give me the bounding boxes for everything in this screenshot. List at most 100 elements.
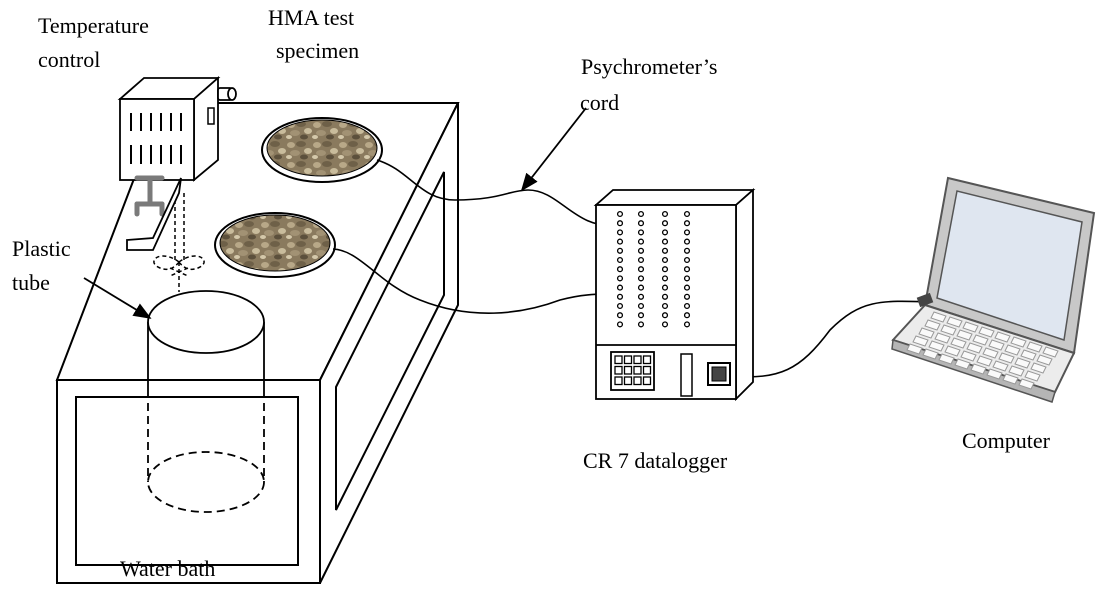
keypad-key bbox=[614, 365, 623, 375]
terminal-hole bbox=[637, 312, 645, 319]
laptop-key bbox=[998, 352, 1015, 364]
keypad-key bbox=[642, 376, 652, 386]
laptop-key bbox=[922, 348, 939, 360]
terminal-hole bbox=[616, 284, 624, 291]
computer bbox=[891, 176, 1096, 403]
terminal-hole bbox=[661, 266, 669, 273]
terminal-hole bbox=[683, 275, 691, 282]
laptop-key bbox=[912, 335, 929, 347]
terminal-hole bbox=[616, 266, 624, 273]
temperature-control-unit bbox=[117, 76, 237, 182]
terminal-hole bbox=[683, 302, 691, 310]
terminal-hole bbox=[637, 247, 645, 254]
keypad-key bbox=[642, 365, 652, 375]
water-bath bbox=[55, 102, 460, 584]
laptop-key bbox=[1014, 357, 1031, 369]
laptop-key bbox=[928, 340, 945, 352]
terminal-hole bbox=[661, 284, 669, 291]
terminal-hole bbox=[661, 321, 669, 328]
terminal-hole bbox=[616, 210, 624, 218]
terminal-hole bbox=[661, 275, 669, 282]
laptop-key bbox=[994, 331, 1011, 343]
terminal-hole bbox=[616, 312, 624, 319]
laptop-key bbox=[988, 339, 1005, 351]
terminal-hole bbox=[616, 293, 624, 300]
terminal-hole bbox=[616, 247, 624, 254]
laptop-key bbox=[940, 324, 957, 336]
laptop-key bbox=[946, 316, 963, 328]
terminal-hole bbox=[683, 220, 691, 227]
laptop-key bbox=[956, 329, 973, 341]
water-circulation bbox=[153, 193, 205, 292]
laptop-key bbox=[1004, 344, 1021, 356]
label-plastic-tube-line1: Plastic bbox=[12, 236, 71, 261]
datalogger-slot bbox=[680, 353, 693, 397]
terminal-hole bbox=[683, 321, 691, 328]
temperature-control-vents bbox=[130, 113, 182, 164]
label-plastic-tube-line2: tube bbox=[12, 270, 50, 295]
laptop-key bbox=[944, 345, 961, 357]
terminal-hole bbox=[637, 238, 645, 245]
terminal-hole bbox=[616, 302, 624, 310]
hma-specimen-2 bbox=[214, 212, 336, 278]
laptop-key bbox=[906, 343, 923, 355]
terminal-hole bbox=[637, 229, 645, 236]
terminal-hole bbox=[683, 210, 691, 218]
water-bath-side-face bbox=[319, 102, 459, 584]
terminal-hole bbox=[637, 293, 645, 300]
plastic-tube-arrow bbox=[83, 277, 152, 319]
laptop-key bbox=[992, 360, 1009, 372]
terminal-hole bbox=[683, 293, 691, 300]
laptop-key bbox=[978, 326, 995, 338]
laptop-key bbox=[1010, 336, 1027, 348]
psychrometer-cord-2 bbox=[332, 248, 618, 314]
water-bath-front-face bbox=[56, 379, 321, 584]
laptop-screen bbox=[936, 190, 1083, 341]
temperature-control-knob bbox=[217, 87, 237, 101]
label-hma-specimen-line2: specimen bbox=[276, 38, 360, 63]
laptop-key bbox=[986, 368, 1003, 380]
laptop-key bbox=[1036, 354, 1053, 366]
terminal-hole bbox=[683, 312, 691, 319]
terminal-hole bbox=[616, 238, 624, 245]
terminal-hole bbox=[661, 247, 669, 254]
terminal-hole bbox=[616, 229, 624, 236]
laptop-key bbox=[1026, 341, 1043, 353]
terminal-hole bbox=[661, 256, 669, 264]
terminal-hole bbox=[637, 321, 645, 328]
terminal-hole bbox=[661, 312, 669, 319]
keypad-key bbox=[623, 376, 633, 386]
label-water-bath: Water bath bbox=[120, 556, 216, 581]
label-temperature-control-line2: control bbox=[38, 47, 101, 72]
terminal-hole bbox=[637, 220, 645, 227]
laptop-key bbox=[950, 337, 967, 349]
terminal-hole bbox=[616, 220, 624, 227]
terminal-hole bbox=[661, 238, 669, 245]
laptop-key bbox=[1024, 370, 1041, 382]
label-hma-specimen-line1: HMA test bbox=[268, 5, 355, 30]
terminal-hole bbox=[683, 256, 691, 264]
datalogger-terminal-holes bbox=[616, 210, 691, 328]
plastic-tube-bottom bbox=[147, 451, 265, 513]
keypad-key bbox=[633, 355, 642, 365]
terminal-hole bbox=[616, 321, 624, 328]
terminal-hole bbox=[683, 284, 691, 291]
laptop-key bbox=[918, 327, 935, 339]
laptop-key bbox=[1008, 365, 1025, 377]
keypad-key bbox=[642, 355, 652, 365]
terminal-hole bbox=[683, 266, 691, 273]
label-temperature-control-line1: Temperature bbox=[38, 13, 149, 38]
laptop-key bbox=[934, 332, 951, 344]
laptop-keyboard bbox=[906, 311, 1059, 390]
terminal-hole bbox=[637, 302, 645, 310]
terminal-hole bbox=[661, 293, 669, 300]
plastic-tube-top bbox=[147, 290, 265, 354]
laptop-key bbox=[976, 355, 993, 367]
terminal-hole bbox=[637, 275, 645, 282]
terminal-hole bbox=[683, 247, 691, 254]
terminal-hole bbox=[637, 256, 645, 264]
laptop-key bbox=[930, 311, 947, 323]
keypad-key bbox=[623, 365, 633, 375]
keypad-key bbox=[614, 355, 623, 365]
laptop-key bbox=[1042, 346, 1059, 358]
